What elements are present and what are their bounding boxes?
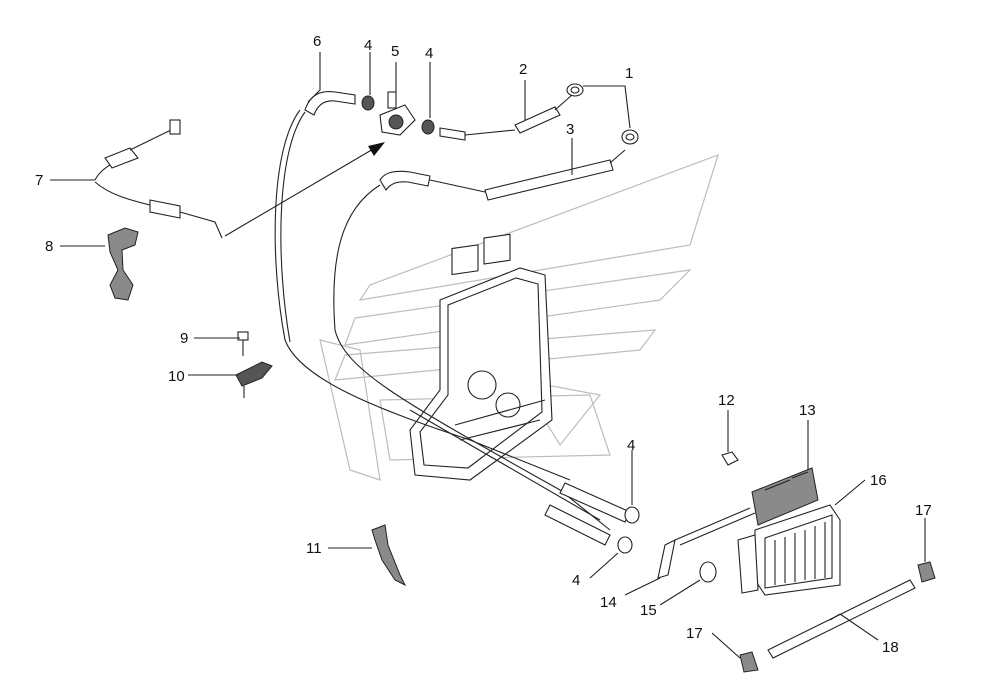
part-4-clamp-top-left <box>361 95 375 111</box>
part-17-bracket-left <box>739 651 759 673</box>
direction-arrow <box>224 142 385 237</box>
callout-7: 7 <box>35 172 43 189</box>
callout-17: 17 <box>915 502 932 519</box>
callout-2: 2 <box>519 61 527 78</box>
part-13-plate <box>751 467 819 526</box>
leader-lines <box>50 52 926 659</box>
callout-11: 11 <box>306 540 322 557</box>
part-3-hose <box>379 149 626 201</box>
part-2-hose <box>514 94 573 134</box>
part-18-rod <box>767 579 916 659</box>
callout-4: 4 <box>364 37 372 54</box>
callout-4: 4 <box>572 572 580 589</box>
heater-housing <box>409 233 553 481</box>
callout-18: 18 <box>882 639 899 656</box>
part-4-clamp-lower-right <box>624 506 640 524</box>
callout-14: 14 <box>600 594 617 611</box>
part-4-clamp-top-right <box>421 119 435 135</box>
callout-1: 1 <box>625 65 633 82</box>
part-6-hose <box>304 91 356 116</box>
callout-13: 13 <box>799 402 816 419</box>
callout-4: 4 <box>425 45 433 62</box>
part-7-control-cable <box>94 119 223 239</box>
part-8-bracket <box>107 227 139 301</box>
callout-labels: 6 4 5 4 2 1 3 7 8 9 10 12 13 4 16 17 11 … <box>35 33 932 656</box>
callout-8: 8 <box>45 238 53 255</box>
part-1-grommet-upper <box>566 83 584 97</box>
part-1-grommet-lower <box>621 129 639 145</box>
part-16-heater-core <box>737 504 841 596</box>
water-hoses <box>274 109 631 546</box>
callout-3: 3 <box>566 121 574 138</box>
part-5-valve <box>379 91 416 136</box>
callout-5: 5 <box>391 43 399 60</box>
part-15-grommet <box>699 561 717 583</box>
callout-6: 6 <box>313 33 321 50</box>
part-10-clip <box>235 361 273 398</box>
part-12-clip <box>721 451 739 466</box>
callout-4: 4 <box>627 437 635 454</box>
callout-16: 16 <box>870 472 887 489</box>
part-17-bracket-right <box>917 561 936 583</box>
part-4-clamp-lower-left <box>617 536 633 554</box>
callout-9: 9 <box>180 330 188 347</box>
short-hose <box>439 127 516 141</box>
callout-17: 17 <box>686 625 703 642</box>
callout-12: 12 <box>718 392 735 409</box>
callout-10: 10 <box>168 368 185 385</box>
callout-15: 15 <box>640 602 657 619</box>
part-9-screw <box>237 331 249 356</box>
part-14-bracket <box>657 507 756 579</box>
part-11-strap <box>371 524 407 587</box>
